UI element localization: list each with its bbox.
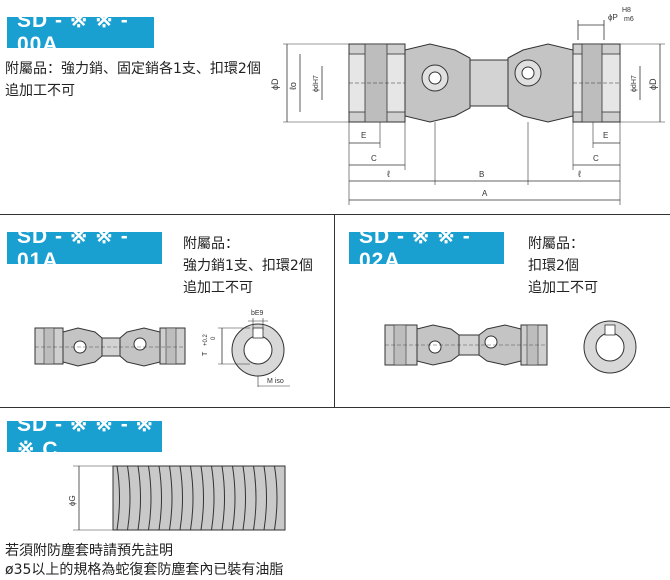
note-line: 附屬品：強力銷、固定銷各1支、扣環2個 bbox=[5, 61, 261, 77]
dim-phi-dh7-left: ϕdH7 bbox=[313, 75, 320, 92]
note-line: 扣環2個 bbox=[528, 258, 579, 274]
bellows-rib bbox=[190, 465, 194, 531]
dim-a: A bbox=[482, 189, 488, 198]
dim-c-right: C bbox=[593, 154, 599, 163]
model-badge-01a: SD - ※ ※ - 01A bbox=[7, 225, 162, 272]
dim-l-left: ℓ bbox=[387, 169, 391, 179]
dim-c-left: C bbox=[371, 154, 377, 163]
note-line: 若須附防塵套時請預先註明 bbox=[5, 543, 173, 559]
coupling-drawing-02a bbox=[384, 320, 637, 374]
dim-l-right: ℓ bbox=[578, 169, 582, 179]
bellows-rib bbox=[242, 465, 246, 531]
dim-m6: m6 bbox=[624, 16, 634, 23]
dim-be9: bE9 bbox=[251, 310, 264, 317]
dim-lo: ℓo bbox=[288, 82, 298, 90]
dust-boot-note: 若須附防塵套時請預先註明 ø35以上的規格為蛇復套防塵套內已裝有油脂 bbox=[5, 542, 283, 580]
model-badge-02a: SD - ※ ※ - 02A bbox=[349, 225, 504, 272]
dim-m-iso: M iso bbox=[267, 378, 284, 385]
dim-phi-dh7-right: ϕdH7 bbox=[631, 75, 638, 92]
coupling-drawing-01a: bE9 T +0.2 0 M iso bbox=[34, 310, 290, 387]
note-line: 追加工不可 bbox=[5, 83, 75, 99]
bellows-rib bbox=[148, 465, 152, 531]
accessory-note-00a: 附屬品：強力銷、固定銷各1支、扣環2個 追加工不可 bbox=[5, 58, 261, 102]
bellows-rib bbox=[263, 465, 267, 531]
model-badge-c: SD - ※ ※ - ※ ※ C bbox=[7, 413, 162, 461]
divider-middle bbox=[0, 407, 670, 408]
divider-top bbox=[0, 214, 670, 215]
divider-vertical bbox=[334, 214, 335, 407]
bellows-rib bbox=[179, 465, 183, 531]
bellows-rib bbox=[137, 465, 141, 531]
dim-t-tol: +0.2 bbox=[203, 333, 209, 346]
bellows-rib bbox=[211, 465, 215, 531]
bellows-rib bbox=[116, 465, 120, 531]
dim-phi-d-right: ϕD bbox=[648, 78, 658, 90]
dim-t-tol0: 0 bbox=[211, 336, 217, 340]
note-line: 追加工不可 bbox=[183, 280, 253, 296]
dim-phi-g: ϕG bbox=[68, 495, 77, 506]
dim-phi-p: ϕP bbox=[608, 13, 618, 22]
dim-t: T bbox=[202, 351, 209, 356]
note-line: 強力銷1支、扣環2個 bbox=[183, 258, 313, 274]
dim-phi-d-left: ϕD bbox=[270, 78, 280, 90]
accessory-note-02a: 附屬品： 扣環2個 追加工不可 bbox=[528, 233, 598, 299]
bellows-rib bbox=[221, 465, 225, 531]
bellows-rib bbox=[158, 465, 162, 531]
bellows-rib bbox=[232, 465, 236, 531]
model-badge-00a: SD - ※ ※ - 00A bbox=[7, 9, 154, 56]
dim-b: B bbox=[479, 170, 484, 179]
note-line: 追加工不可 bbox=[528, 280, 598, 296]
bellows-boot-drawing: ϕG bbox=[68, 465, 286, 531]
note-line: 附屬品： bbox=[183, 236, 239, 252]
bellows-rib bbox=[127, 465, 131, 531]
dim-e-left: E bbox=[361, 131, 366, 140]
note-line: 附屬品： bbox=[528, 236, 584, 252]
accessory-note-01a: 附屬品： 強力銷1支、扣環2個 追加工不可 bbox=[183, 233, 313, 299]
bellows-rib bbox=[200, 465, 204, 531]
bellows-rib bbox=[274, 465, 278, 531]
bellows-rib bbox=[169, 465, 173, 531]
dim-e-right: E bbox=[603, 131, 608, 140]
bellows-rib bbox=[253, 465, 257, 531]
note-line: ø35以上的規格為蛇復套防塵套內已裝有油脂 bbox=[5, 562, 284, 578]
coupling-drawing-00a: ϕP H8 m6 ϕD ℓo ϕdH7 ϕD ϕdH7 E E C C bbox=[270, 7, 665, 205]
dim-h8: H8 bbox=[622, 7, 631, 14]
